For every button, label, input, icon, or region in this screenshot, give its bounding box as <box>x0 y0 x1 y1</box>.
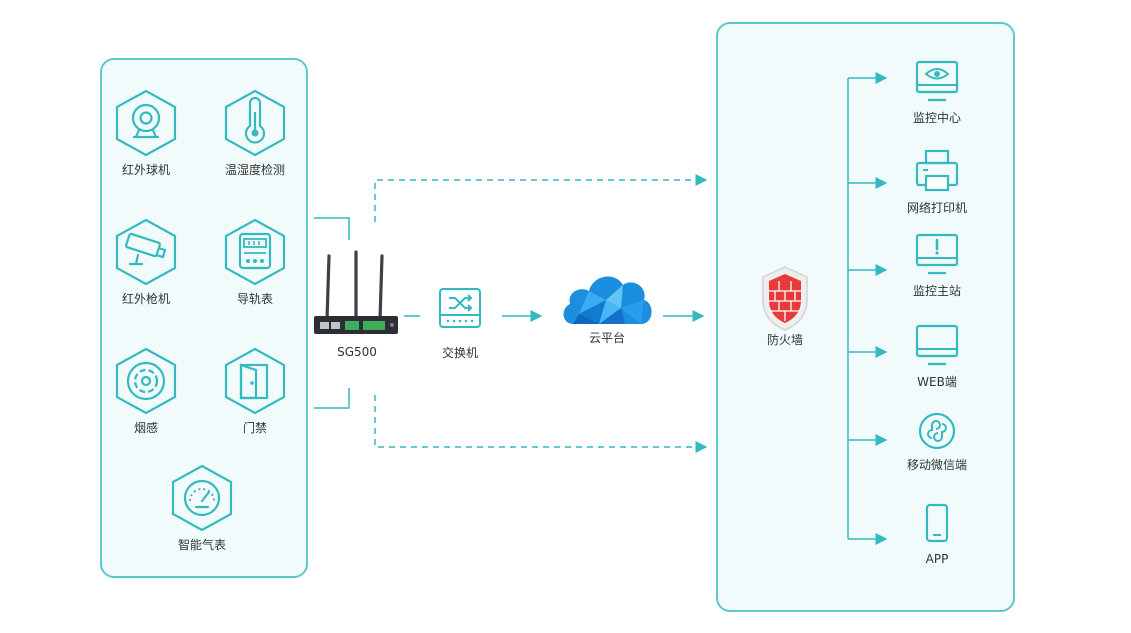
sensor-dome-camera: 红外球机 <box>96 88 196 178</box>
smartphone-icon <box>925 503 949 543</box>
endpoint-label: 移动微信端 <box>906 458 967 472</box>
dashed-path-bottom <box>374 395 708 453</box>
bullet-camera-icon <box>115 218 177 286</box>
sensor-label: 门禁 <box>242 421 267 435</box>
endpoint-label: 网络打印机 <box>906 201 967 215</box>
sensor-door-access: 门禁 <box>205 346 305 436</box>
switch-label: 交换机 <box>441 346 478 360</box>
endpoint-network-printer: 网络打印机 <box>887 148 987 216</box>
sensor-bracket-bottom <box>314 388 350 409</box>
dome-camera-icon <box>115 89 177 157</box>
monitor-alert-icon <box>915 233 959 275</box>
cloud-icon <box>563 276 652 324</box>
gas-meter-gauge-icon <box>171 464 233 532</box>
monitor-eye-icon <box>915 60 959 102</box>
cloud-label: 云平台 <box>588 331 625 345</box>
endpoint-web: WEB端 <box>887 322 987 390</box>
network-switch: 交换机 <box>410 285 510 361</box>
endpoint-monitoring-station: 监控主站 <box>887 231 987 299</box>
printer-icon <box>915 149 959 192</box>
sensor-label: 红外球机 <box>121 163 170 177</box>
mini-program-icon <box>918 412 956 450</box>
sensor-label: 红外枪机 <box>121 292 170 306</box>
sensor-smoke-detector: 烟感 <box>96 346 196 436</box>
firewall: 防火墙 <box>735 264 835 348</box>
monitor-icon <box>915 324 959 366</box>
sensor-bracket-top <box>314 217 350 240</box>
router-label: SG500 <box>337 345 377 359</box>
cloud-platform: 云平台 <box>557 266 657 346</box>
switch-icon <box>439 288 481 328</box>
sensor-label: 智能气表 <box>177 538 226 552</box>
endpoint-app: APP <box>887 503 987 567</box>
sensor-label: 烟感 <box>133 421 158 435</box>
endpoint-wechat-mobile: 移动微信端 <box>887 411 987 473</box>
router-sg500: SG500 <box>307 250 407 360</box>
sensor-bullet-camera: 红外枪机 <box>96 217 196 307</box>
sensor-label: 温湿度检测 <box>224 163 285 177</box>
client-group-panel <box>716 22 1015 612</box>
endpoint-label: APP <box>925 552 949 566</box>
endpoint-label: 监控中心 <box>912 111 961 125</box>
sensor-din-rail-meter: 导轨表 <box>205 217 305 307</box>
firewall-shield-icon <box>762 266 808 331</box>
thermometer-icon <box>224 89 286 157</box>
door-access-icon <box>224 347 286 415</box>
sensor-label: 导轨表 <box>236 292 273 306</box>
endpoint-monitoring-center: 监控中心 <box>887 58 987 126</box>
endpoint-label: 监控主站 <box>912 284 961 298</box>
sensor-smart-gas-meter: 智能气表 <box>152 463 252 553</box>
endpoint-label: WEB端 <box>917 375 957 389</box>
firewall-label: 防火墙 <box>766 333 803 347</box>
dashed-path-top <box>374 174 708 222</box>
router-icon <box>314 250 398 334</box>
sensor-temp-humidity: 温湿度检测 <box>205 88 305 178</box>
din-rail-meter-icon <box>224 218 286 286</box>
smoke-detector-icon <box>115 347 177 415</box>
